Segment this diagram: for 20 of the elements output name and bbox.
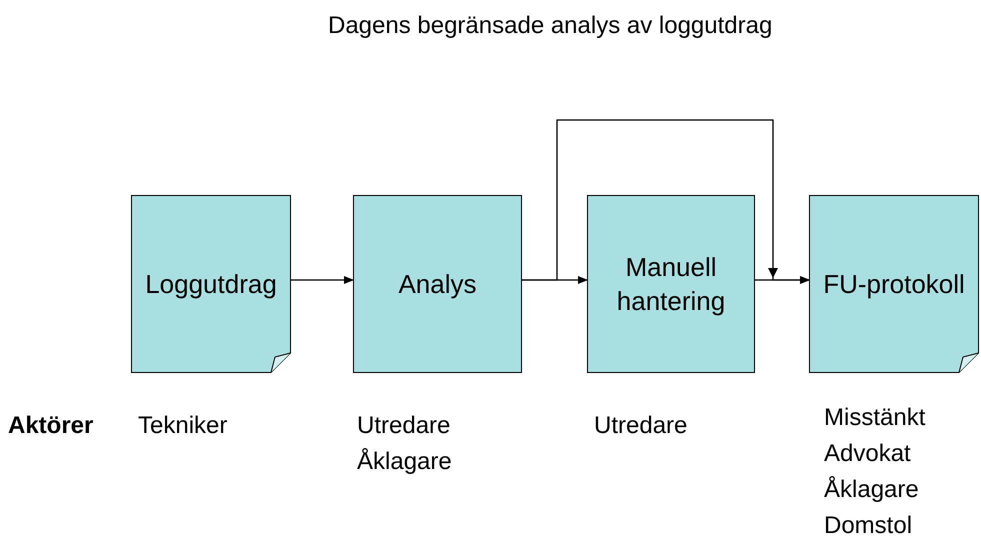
node-label: FU-protokoll bbox=[823, 268, 965, 301]
node-label: Manuell hantering bbox=[616, 251, 726, 318]
process-box bbox=[353, 195, 522, 373]
actor-label: Misstänkt bbox=[824, 404, 926, 432]
row-heading: Aktörer bbox=[8, 412, 94, 440]
actor-label: Domstol bbox=[824, 512, 912, 540]
actor-label: Advokat bbox=[824, 440, 911, 468]
diagram-title: Dagens begränsade analys av loggutdrag bbox=[328, 12, 772, 40]
document-shape bbox=[131, 195, 291, 373]
actor-label: Åklagare bbox=[357, 448, 452, 476]
arrow bbox=[291, 276, 354, 284]
document-shape bbox=[809, 195, 979, 373]
process-box bbox=[587, 195, 755, 373]
node-label: Loggutdrag bbox=[145, 268, 277, 301]
actor-label: Utredare bbox=[357, 412, 450, 440]
actor-label: Utredare bbox=[594, 412, 688, 440]
actor-label: Tekniker bbox=[138, 412, 228, 440]
actor-label: Åklagare bbox=[824, 476, 919, 504]
arrow bbox=[755, 276, 810, 284]
node-label: Analys bbox=[398, 268, 477, 301]
